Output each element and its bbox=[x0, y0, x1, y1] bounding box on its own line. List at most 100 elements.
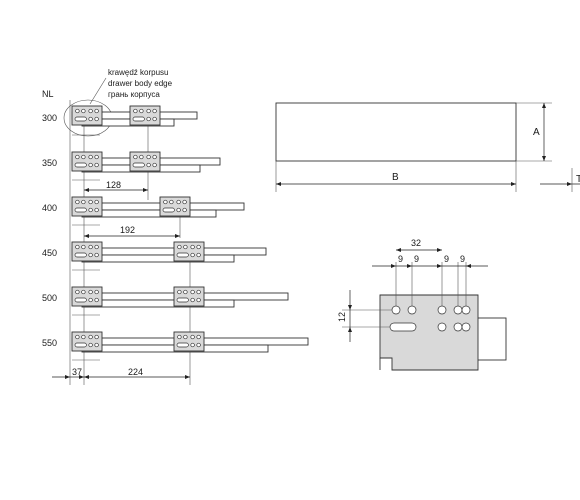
slide-rail-lower bbox=[81, 299, 235, 308]
nl-value: 300 bbox=[42, 113, 57, 123]
mount-hole bbox=[177, 334, 182, 340]
mount-hole bbox=[196, 244, 201, 250]
mount-hole bbox=[88, 334, 93, 340]
mount-hole bbox=[152, 108, 157, 114]
mount-hole bbox=[94, 199, 99, 205]
callout-leader bbox=[89, 77, 107, 105]
mount-hole bbox=[190, 252, 195, 258]
dim-192-label: 192 bbox=[120, 225, 135, 235]
dim-a-label: A bbox=[533, 127, 540, 138]
mount-hole bbox=[196, 252, 201, 258]
callout-line-pl: krawędź korpusu bbox=[108, 68, 168, 77]
detail-hole bbox=[461, 305, 471, 315]
mount-hole bbox=[88, 244, 93, 250]
dimension-37: 37 bbox=[52, 367, 84, 379]
mount-hole bbox=[139, 154, 144, 160]
dim-9-label-3: 9 bbox=[444, 254, 449, 264]
mount-hole bbox=[196, 334, 201, 340]
dim-t-label: T bbox=[576, 174, 580, 185]
mount-hole bbox=[190, 244, 195, 250]
mount-slot bbox=[176, 297, 189, 303]
nl-value: 500 bbox=[42, 293, 57, 303]
mounting-block-rear bbox=[173, 331, 205, 352]
mount-hole bbox=[152, 162, 157, 168]
dimension-128: 128 bbox=[84, 180, 148, 192]
front-panel bbox=[275, 102, 517, 162]
mount-hole bbox=[94, 297, 99, 303]
mount-hole bbox=[88, 342, 93, 348]
mounting-block-rear bbox=[129, 105, 161, 126]
mounting-block-rear bbox=[159, 196, 191, 217]
mount-slot bbox=[74, 116, 87, 122]
nl-value: 550 bbox=[42, 338, 57, 348]
mount-hole bbox=[176, 199, 181, 205]
detail-hole bbox=[461, 322, 471, 332]
detail-hole bbox=[453, 322, 463, 332]
mount-slot bbox=[162, 207, 175, 213]
dim-32-label: 32 bbox=[411, 238, 421, 248]
slide-row-550: 550 bbox=[42, 331, 309, 361]
mount-slot bbox=[74, 162, 87, 168]
mount-hole bbox=[81, 199, 86, 205]
dim-37-label: 37 bbox=[72, 367, 82, 377]
dim-9-label-4: 9 bbox=[460, 254, 465, 264]
mount-hole bbox=[94, 108, 99, 114]
mount-hole bbox=[182, 199, 187, 205]
mount-hole bbox=[94, 289, 99, 295]
mount-hole bbox=[152, 154, 157, 160]
mount-hole bbox=[152, 116, 157, 122]
mount-hole bbox=[196, 289, 201, 295]
dim-224-label: 224 bbox=[128, 367, 143, 377]
slide-row-400: 400 bbox=[42, 196, 245, 226]
mount-hole bbox=[94, 342, 99, 348]
mount-hole bbox=[146, 116, 151, 122]
mount-hole bbox=[75, 334, 80, 340]
mount-slot bbox=[176, 342, 189, 348]
mount-hole bbox=[146, 162, 151, 168]
mount-slot bbox=[132, 116, 145, 122]
bracket-detail-view: 32 9 9 9 9 12 bbox=[337, 238, 507, 371]
mount-slot bbox=[74, 342, 87, 348]
mount-hole bbox=[81, 289, 86, 295]
mounting-block-rear bbox=[173, 241, 205, 262]
mount-hole bbox=[94, 252, 99, 258]
detail-hole bbox=[437, 305, 447, 315]
dim-12-label: 12 bbox=[337, 312, 347, 322]
detail-hole bbox=[407, 305, 417, 315]
mount-hole bbox=[94, 207, 99, 213]
mount-slot bbox=[132, 162, 145, 168]
slide-row-350: 350 bbox=[42, 151, 221, 181]
mount-hole bbox=[94, 334, 99, 340]
mount-slot bbox=[74, 207, 87, 213]
mount-hole bbox=[163, 199, 168, 205]
detail-hole bbox=[437, 322, 447, 332]
mount-hole bbox=[88, 108, 93, 114]
detail-hole bbox=[391, 305, 401, 315]
mount-hole bbox=[190, 334, 195, 340]
mount-hole bbox=[75, 289, 80, 295]
mount-hole bbox=[88, 252, 93, 258]
detail-slot bbox=[389, 322, 417, 332]
callout-line-en: drawer body edge bbox=[108, 79, 173, 88]
slide-row-300: 300 bbox=[42, 105, 198, 136]
mount-hole bbox=[94, 116, 99, 122]
mount-hole bbox=[81, 334, 86, 340]
dim-9-label-1: 9 bbox=[398, 254, 403, 264]
mount-hole bbox=[81, 108, 86, 114]
detail-hole bbox=[453, 305, 463, 315]
mount-hole bbox=[88, 116, 93, 122]
callout-line-ru: грань корпуса bbox=[108, 90, 160, 99]
mount-hole bbox=[190, 289, 195, 295]
mount-hole bbox=[183, 244, 188, 250]
mount-hole bbox=[183, 289, 188, 295]
slide-row-450: 450 bbox=[42, 241, 267, 271]
mount-hole bbox=[81, 154, 86, 160]
mount-hole bbox=[75, 199, 80, 205]
dimension-192: 192 bbox=[84, 225, 180, 238]
dimension-224: 224 bbox=[84, 367, 190, 379]
mounting-block-rear bbox=[173, 286, 205, 307]
mounting-block-front bbox=[71, 105, 103, 126]
mount-hole bbox=[182, 207, 187, 213]
mount-hole bbox=[75, 154, 80, 160]
